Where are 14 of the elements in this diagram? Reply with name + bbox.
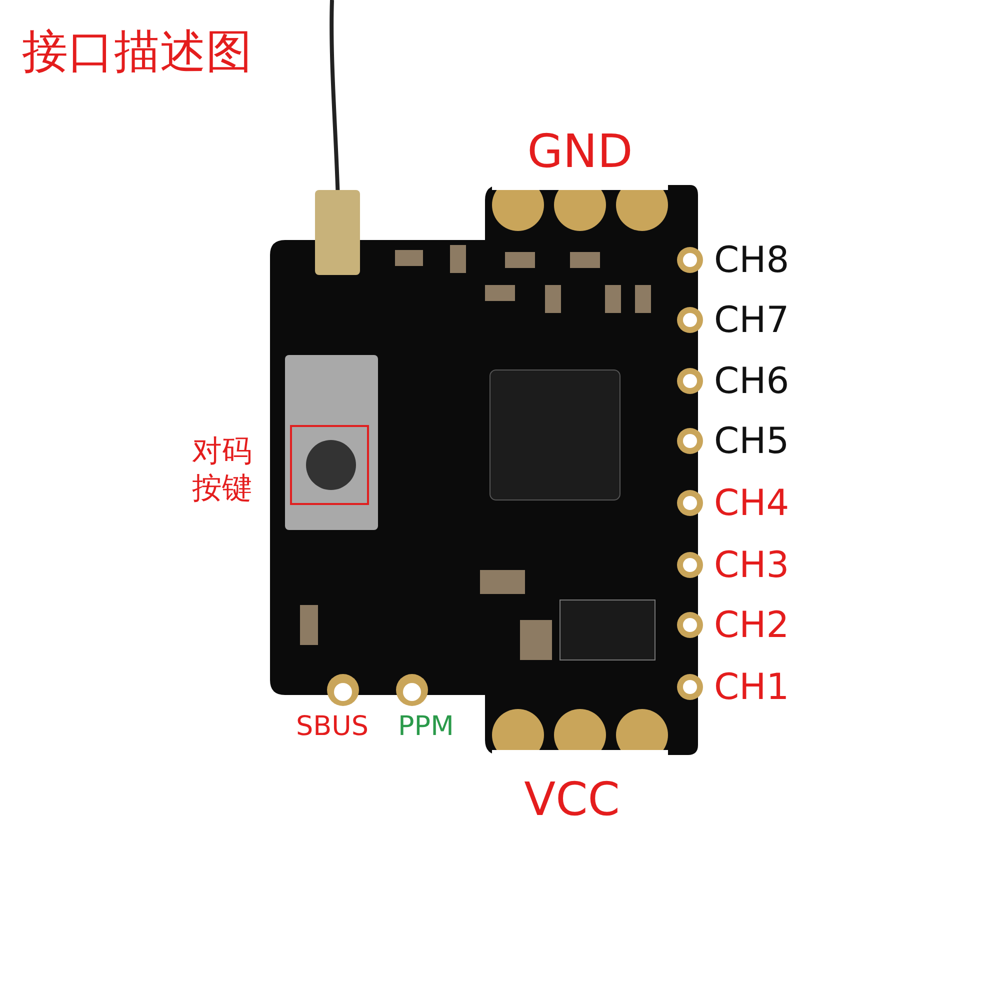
pin-label: VCC (524, 776, 620, 822)
pin-label: CH5 (714, 424, 790, 460)
pin-label: CH6 (714, 364, 790, 400)
pin-label: CH2 (714, 608, 790, 644)
pin-label: SBUS (296, 713, 369, 740)
pin-label: CH3 (714, 548, 790, 584)
pin-label: CH7 (714, 303, 790, 339)
pin-label: GND (527, 128, 633, 174)
button-label: 对码按键 (192, 434, 253, 508)
pin-label: CH1 (714, 670, 790, 706)
title: 接口描述图 (22, 28, 252, 74)
pin-label: CH4 (714, 486, 790, 522)
pin-label: PPM (398, 713, 454, 740)
pin-label: CH8 (714, 243, 790, 279)
